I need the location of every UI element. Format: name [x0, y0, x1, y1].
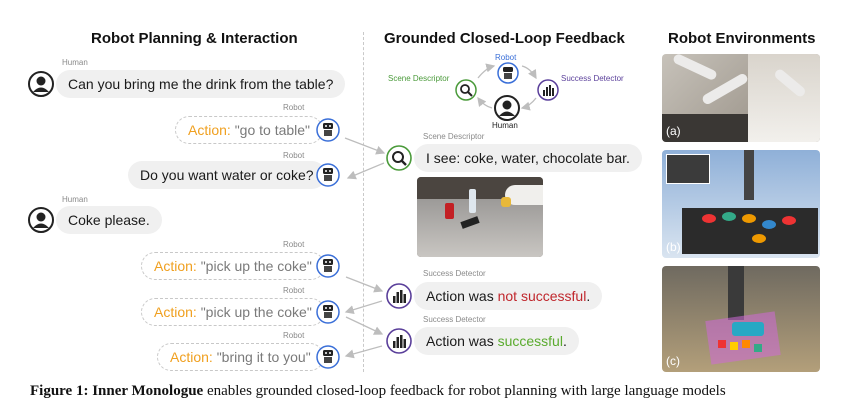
action-text: "go to table" [234, 122, 311, 138]
success-feedback: Action was successful. [414, 327, 579, 355]
action-label: Action: [170, 349, 213, 365]
action-text: "bring it to you" [216, 349, 311, 365]
robot-question: Do you want water or coke? [128, 161, 326, 189]
cycle-success-label: Success Detector [561, 74, 624, 83]
caption-rest: enables grounded closed-loop feedback fo… [203, 383, 726, 399]
robot-label-2: Robot [283, 151, 305, 160]
robot-avatar-icon [316, 300, 340, 324]
human-label-2: Human [62, 195, 88, 204]
action-text: "pick up the coke" [200, 258, 312, 274]
robot-label-4: Robot [283, 286, 305, 295]
middle-header: Grounded Closed-Loop Feedback [384, 30, 625, 47]
action-text: "pick up the coke" [200, 304, 312, 320]
success-word: successful [497, 333, 563, 349]
robot-avatar-icon [316, 163, 340, 187]
robot-label-3: Robot [283, 240, 305, 249]
fail-feedback: Action was not successful. [414, 282, 603, 310]
environment-photo-c: (c) [662, 266, 820, 372]
action-label: Action: [154, 304, 197, 320]
environment-photo-a: (a) [662, 54, 820, 142]
human-label-1: Human [62, 58, 88, 67]
magnifier-icon [386, 145, 412, 171]
robot-action-2: Action: "pick up the coke" [141, 252, 325, 280]
robot-avatar-icon [316, 118, 340, 142]
robot-label-5: Robot [283, 331, 305, 340]
environment-label-c: (c) [666, 354, 680, 368]
bar-chart-icon [386, 328, 412, 354]
figure-caption: Figure 1: Inner Monologue enables ground… [30, 383, 726, 400]
fail-word: not successful [497, 288, 587, 304]
bar-chart-icon [537, 79, 559, 101]
robot-action-4: Action: "bring it to you" [157, 343, 324, 371]
environment-photo-b: (b) [662, 150, 820, 258]
cycle-scene-label: Scene Descriptor [388, 74, 450, 83]
robot-avatar-icon [316, 345, 340, 369]
scene-description: I see: coke, water, chocolate bar. [414, 144, 642, 172]
success-prefix: Action was [426, 333, 498, 349]
action-label: Action: [188, 122, 231, 138]
environment-label-b: (b) [666, 240, 681, 254]
section-divider [363, 32, 364, 372]
human-message-2: Coke please. [56, 206, 162, 234]
robot-action-3: Action: "pick up the coke" [141, 298, 325, 326]
fail-period: . [586, 288, 591, 304]
human-message-1: Can you bring me the drink from the tabl… [56, 70, 346, 98]
robot-avatar-icon [316, 254, 340, 278]
human-avatar-icon [28, 207, 54, 233]
cycle-robot-label: Robot [495, 53, 517, 62]
scene-photo [417, 177, 543, 257]
robot-icon [497, 62, 519, 84]
fail-prefix: Action was [426, 288, 498, 304]
bar-chart-icon [386, 283, 412, 309]
scene-descriptor-label: Scene Descriptor [423, 132, 485, 141]
magnifier-icon [455, 79, 477, 101]
caption-bold: Figure 1: Inner Monologue [30, 383, 204, 399]
action-label: Action: [154, 258, 197, 274]
left-header: Robot Planning & Interaction [91, 30, 298, 47]
right-header: Robot Environments [668, 30, 816, 47]
human-icon [494, 95, 520, 121]
success-period: . [562, 333, 567, 349]
success-detector-label-1: Success Detector [423, 269, 486, 278]
cycle-human-label: Human [492, 121, 518, 130]
human-avatar-icon [28, 71, 54, 97]
robot-action-1: Action: "go to table" [175, 116, 324, 144]
environment-label-a: (a) [666, 124, 681, 138]
success-detector-label-2: Success Detector [423, 315, 486, 324]
robot-label-1: Robot [283, 103, 305, 112]
